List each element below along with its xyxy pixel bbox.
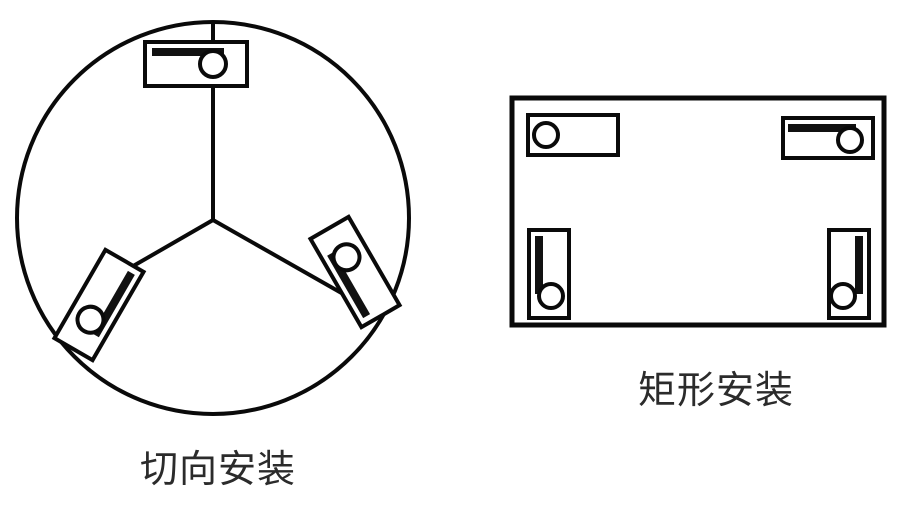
sensor-module-top-left-mount-ring bbox=[532, 121, 560, 149]
sensor-module-lower-left-body bbox=[51, 247, 147, 363]
rectangular-outer-frame bbox=[509, 95, 887, 328]
panel-rectangular: 矩形安装 bbox=[509, 95, 887, 412]
sensor-module-top-right-mount-ring bbox=[836, 126, 864, 154]
sensor-module-top-right bbox=[781, 116, 875, 160]
sensor-module-top-right-element-bar bbox=[788, 124, 856, 132]
tangential-modules bbox=[51, 40, 403, 363]
sensor-module-top bbox=[143, 40, 249, 88]
sensor-module-lower-right bbox=[307, 214, 403, 330]
spoke-lower-right bbox=[212, 218, 346, 297]
sensor-module-top-mount-ring bbox=[198, 49, 228, 79]
sensor-module-lower-left bbox=[51, 247, 147, 363]
sensor-module-lower-right-mount-ring bbox=[331, 242, 362, 273]
sensor-module-top-left bbox=[526, 113, 620, 157]
sensor-module-bottom-left bbox=[527, 228, 571, 320]
caption-tangential: 切向安装 bbox=[140, 447, 296, 491]
sensor-module-top-element-bar bbox=[152, 48, 224, 56]
sensor-module-bottom-right-mount-ring bbox=[829, 282, 857, 310]
sensor-module-lower-left-mount-ring bbox=[75, 304, 106, 335]
sensor-module-bottom-left-element-bar bbox=[535, 236, 543, 294]
panel-tangential: 切向安装 bbox=[15, 20, 411, 491]
sensor-module-lower-right-body bbox=[307, 214, 403, 330]
sensor-module-bottom-left-mount-ring bbox=[537, 282, 565, 310]
caption-rectangular: 矩形安装 bbox=[638, 368, 794, 412]
sensor-module-bottom-right-element-bar bbox=[855, 236, 863, 294]
sensor-module-bottom-right bbox=[827, 228, 871, 320]
rectangular-modules bbox=[526, 113, 875, 320]
